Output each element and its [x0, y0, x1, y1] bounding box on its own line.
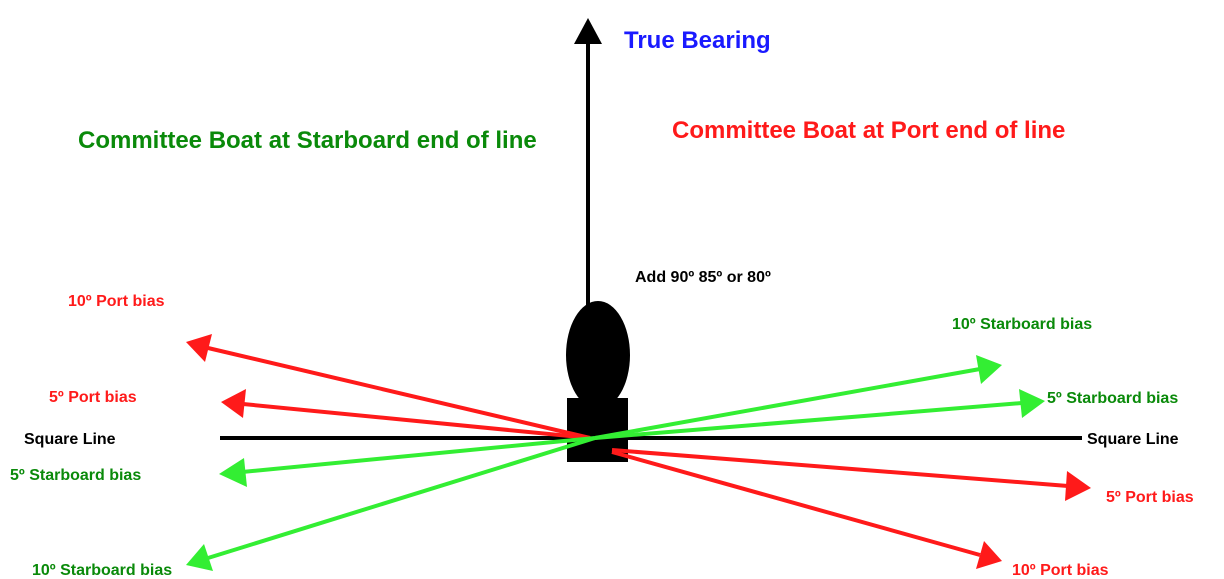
add-degrees-label: Add 90º 85º or 80º — [635, 269, 771, 286]
port-bias-5-left-head — [221, 389, 246, 418]
starboard-bias-10-right-head — [976, 355, 1002, 384]
committee-port-label: Committee Boat at Port end of line — [672, 117, 1065, 144]
port-bias-10-left-line — [207, 346, 591, 440]
port-bias-arrows-left — [186, 334, 591, 440]
starboard-bias-10-left-label: 10º Starboard bias — [32, 562, 172, 579]
starboard-bias-5-right-head — [1019, 389, 1045, 418]
committee-starboard-label: Committee Boat at Starboard end of line — [78, 127, 537, 154]
square-line-left-label: Square Line — [24, 431, 116, 448]
port-bias-5-left-label: 5º Port bias — [49, 389, 137, 406]
true-bearing-label: True Bearing — [624, 27, 771, 54]
port-bias-arrows-right — [611, 448, 1091, 569]
true-bearing-arrowhead — [574, 18, 602, 44]
starboard-bias-arrows-right — [594, 355, 1045, 440]
boat-hull — [566, 301, 630, 409]
starboard-bias-5-left-label: 5º Starboard bias — [10, 467, 141, 484]
port-bias-10-right-label: 10º Port bias — [1012, 562, 1109, 579]
port-bias-5-right-head — [1065, 471, 1091, 501]
starboard-bias-5-left-line — [241, 436, 596, 474]
port-bias-10-right-line — [611, 450, 981, 557]
square-line-right-label: Square Line — [1087, 431, 1179, 448]
port-bias-10-left-label: 10º Port bias — [68, 293, 165, 310]
port-bias-10-right-head — [976, 541, 1002, 569]
starboard-bias-10-left-line — [207, 436, 596, 560]
starboard-bias-5-right-line — [594, 401, 1023, 440]
starboard-bias-10-right-line — [594, 367, 981, 440]
starboard-bias-arrows-left — [186, 436, 596, 571]
starboard-bias-5-left-head — [219, 458, 247, 487]
port-bias-5-left-line — [242, 402, 591, 440]
starboard-bias-10-right-label: 10º Starboard bias — [952, 316, 1092, 333]
port-bias-5-right-label: 5º Port bias — [1106, 489, 1194, 506]
starboard-bias-10-left-head — [186, 544, 213, 571]
starboard-bias-5-right-label: 5º Starboard bias — [1047, 390, 1178, 407]
port-bias-5-right-line — [611, 448, 1069, 488]
port-bias-10-left-head — [186, 334, 212, 362]
